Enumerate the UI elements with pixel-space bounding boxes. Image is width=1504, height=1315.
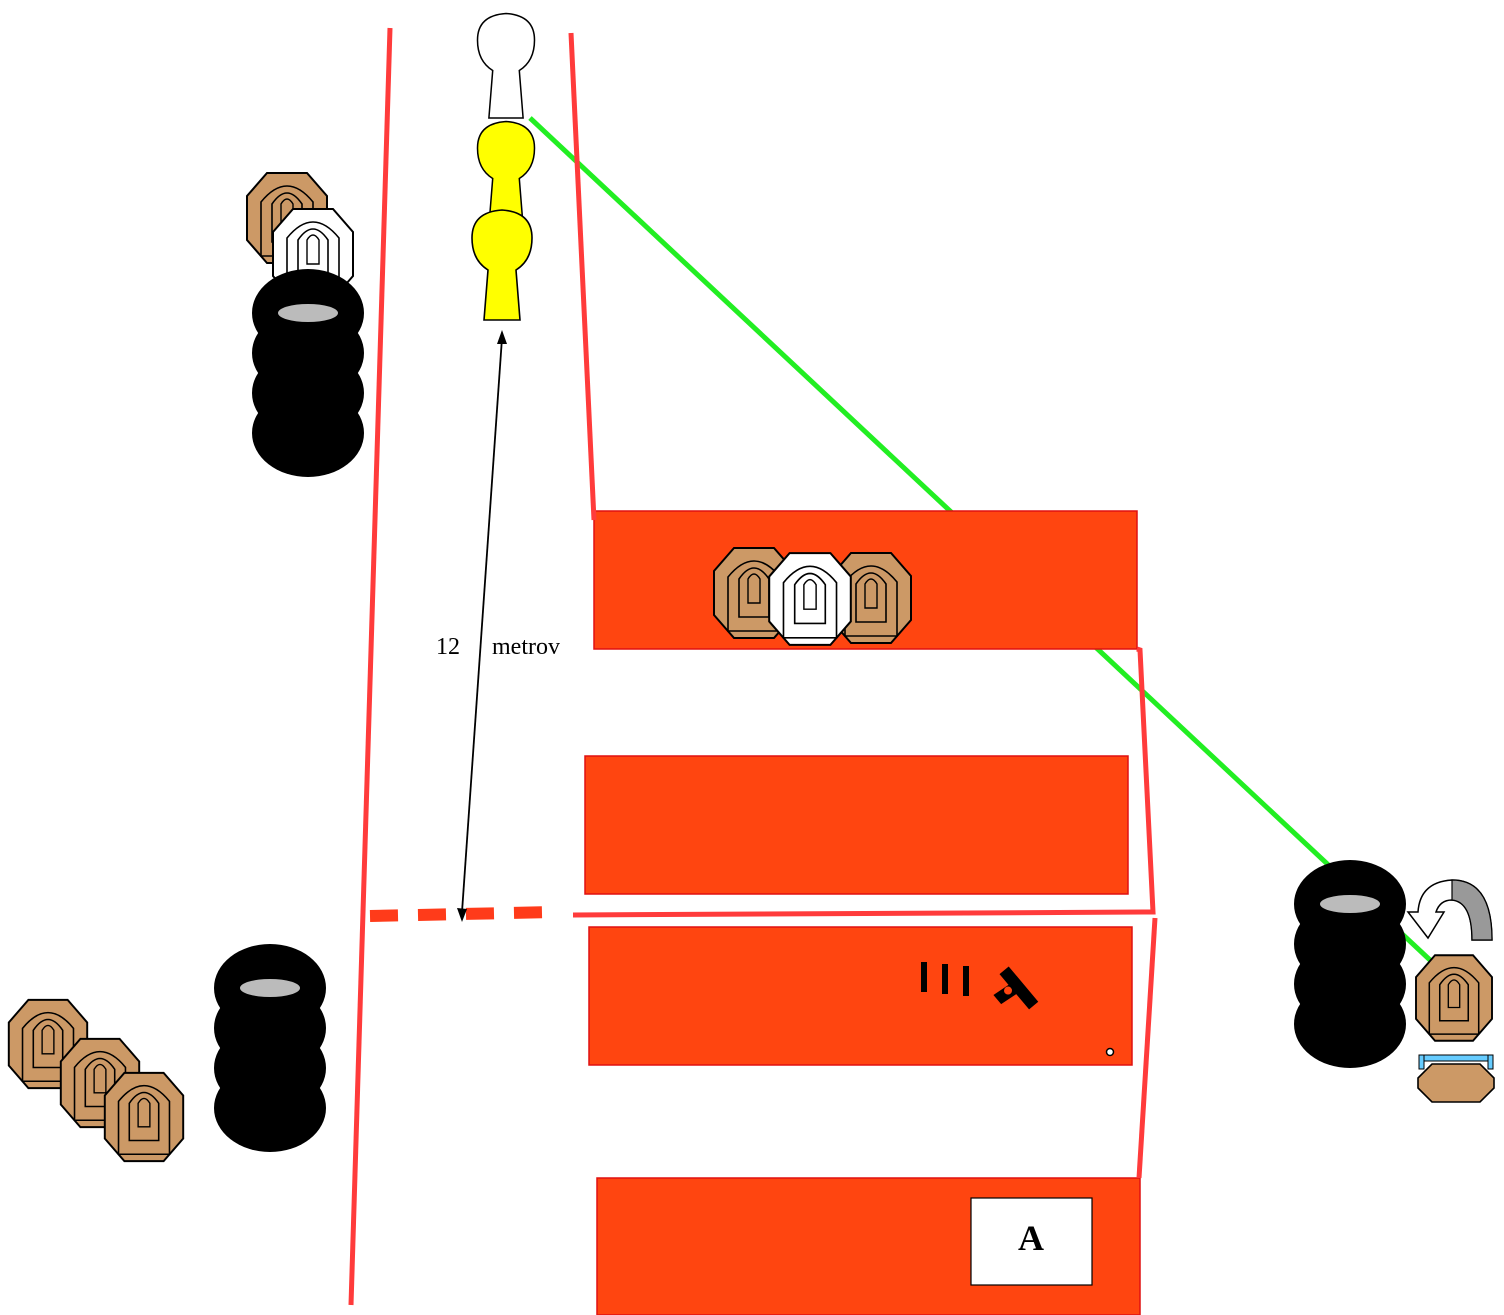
distance-arrowhead-top [497,330,507,344]
target-bottom-left-3 [103,1071,185,1163]
no-shoot-wall [768,552,852,646]
target-swinging [1415,954,1493,1042]
distance-arrow [461,337,503,913]
fault-line-right-lower [1136,917,1158,1179]
tire-stack-right [1294,860,1406,1068]
distance-arrowhead-bottom [457,908,467,922]
fault-line-right-upper [568,32,597,521]
barricade-wall-2 [584,755,1129,895]
popper-white [476,12,536,119]
distance-label-unit: metrov [492,634,560,660]
dashed-fault-line [369,906,556,922]
distance-label-number: 12 [436,634,460,660]
tire-stack-bottom-left [214,944,326,1152]
ammo-marks [921,962,969,996]
tire-stack-top-left [252,269,364,477]
start-position-label: A [1018,1218,1044,1258]
pistol-icon [993,966,1039,1010]
start-position-box [970,1197,1093,1286]
start-marker-dot [1105,1047,1115,1057]
popper-yellow-2 [471,209,533,321]
swinger-mechanism [1417,1054,1495,1103]
rotate-arrow-icon [1406,879,1493,941]
fault-line-right-mid [572,646,1156,918]
fault-line-left [348,27,393,1306]
barricade-wall-3 [588,926,1133,1066]
